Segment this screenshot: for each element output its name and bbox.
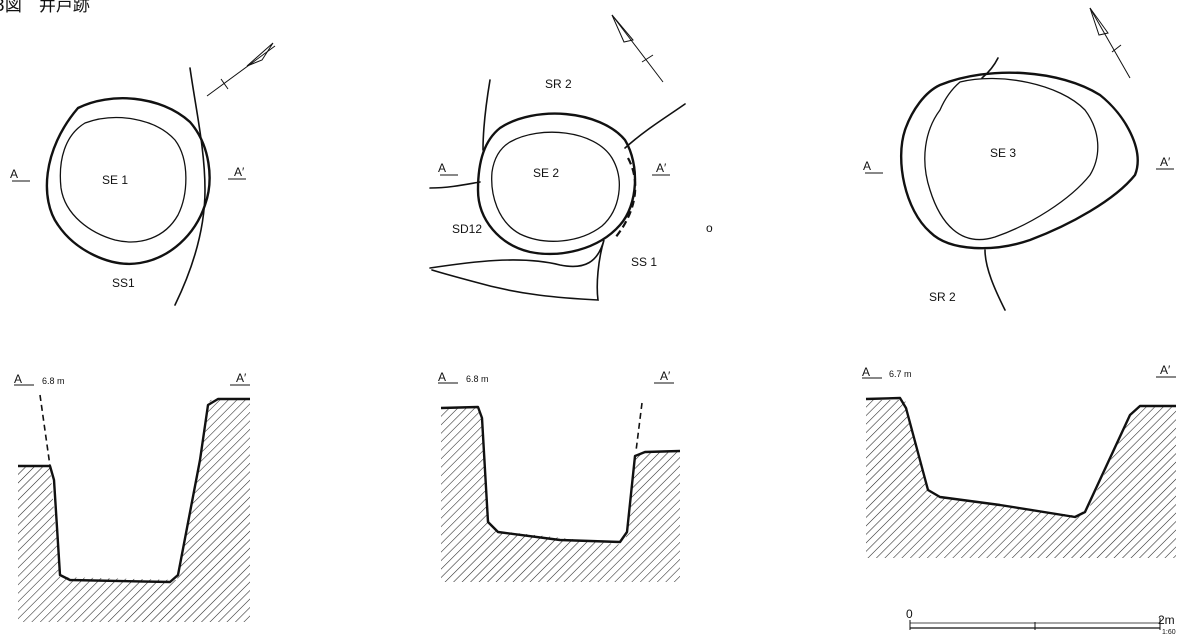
scale-end-label: 2m xyxy=(1158,613,1175,627)
se2-section-fill xyxy=(441,408,680,582)
se2-outer-outline xyxy=(476,112,637,256)
se1-elevation-label: 6.8 m xyxy=(42,376,65,386)
se2-line-nw xyxy=(482,79,491,151)
se1-section-profile xyxy=(18,397,250,584)
se3-section-profile xyxy=(865,396,1176,519)
se2-sec-aprime-label: A′ xyxy=(660,369,671,383)
se3-line-n xyxy=(981,57,999,79)
well-se3-section: A 6.7 m A′ xyxy=(862,363,1176,558)
se3-sec-a-label: A xyxy=(862,365,870,379)
se1-plan-a-label: A xyxy=(10,167,18,181)
se3-label: SE 3 xyxy=(990,146,1016,160)
se2-section-profile xyxy=(440,405,681,544)
se2-elevation-label: 6.8 m xyxy=(466,374,489,384)
se3-plan-a-label: A xyxy=(863,159,871,173)
se3-outer-outline xyxy=(899,71,1139,250)
se2-line-w xyxy=(429,181,481,189)
se2-sr2-label: SR 2 xyxy=(545,77,572,91)
se3-section-fill xyxy=(866,400,1176,558)
well-se3-plan: SE 3 SR 2 A A′ xyxy=(863,7,1174,311)
well-se1-section: A 6.8 m A′ xyxy=(14,371,250,622)
scale-bar: 0 2m 1:60 xyxy=(906,607,1176,636)
se3-sec-aprime-label: A′ xyxy=(1160,363,1171,377)
se1-section-dashed-line xyxy=(39,394,51,467)
scale-start-label: 0 xyxy=(906,607,913,621)
se1-label: SE 1 xyxy=(102,173,128,187)
se2-dashed-edge xyxy=(614,157,637,239)
se3-sr2-label: SR 2 xyxy=(929,290,956,304)
se1-section-fill xyxy=(18,398,250,622)
se2-plan-a-label: A xyxy=(438,161,446,175)
se2-sec-a-label: A xyxy=(438,370,446,384)
se1-outer-outline xyxy=(45,97,211,266)
se2-inner-outline xyxy=(491,131,620,242)
se2-plan-aprime-label: A′ xyxy=(656,161,667,175)
se1-boundary-line xyxy=(174,67,206,306)
se3-line-s xyxy=(984,249,1006,311)
se1-inner-outline xyxy=(59,117,187,243)
well-se1-plan: SE 1 SS1 A A′ xyxy=(10,42,276,306)
se2-section-dashed-line xyxy=(635,402,643,452)
se1-sec-aprime-label: A′ xyxy=(236,371,247,385)
se1-north-arrow-icon xyxy=(206,42,276,97)
se2-ss1-label: SS 1 xyxy=(631,255,657,269)
se2-line-s xyxy=(429,239,605,301)
se1-sec-a-label: A xyxy=(14,372,22,386)
se2-label: SE 2 xyxy=(533,166,559,180)
se3-inner-outline xyxy=(924,77,1099,241)
se3-plan-aprime-label: A′ xyxy=(1160,155,1171,169)
figure-title: 8図 井戸跡 xyxy=(0,0,90,16)
se3-north-arrow-icon xyxy=(1089,7,1131,79)
se3-elevation-label: 6.7 m xyxy=(889,369,912,379)
se2-line-ne xyxy=(624,103,686,149)
se2-extra-mark: o xyxy=(706,221,713,235)
well-se2-plan: SE 2 SR 2 SD12 SS 1 o A A′ xyxy=(429,14,713,301)
scale-ratio-label: 1:60 xyxy=(1162,629,1176,636)
se1-plan-aprime-label: A′ xyxy=(234,165,245,179)
se2-sd12-label: SD12 xyxy=(452,222,482,236)
se2-north-arrow-icon xyxy=(611,14,664,83)
se1-ss1-label: SS1 xyxy=(112,276,135,290)
well-se2-section: A 6.8 m A′ xyxy=(438,369,681,582)
